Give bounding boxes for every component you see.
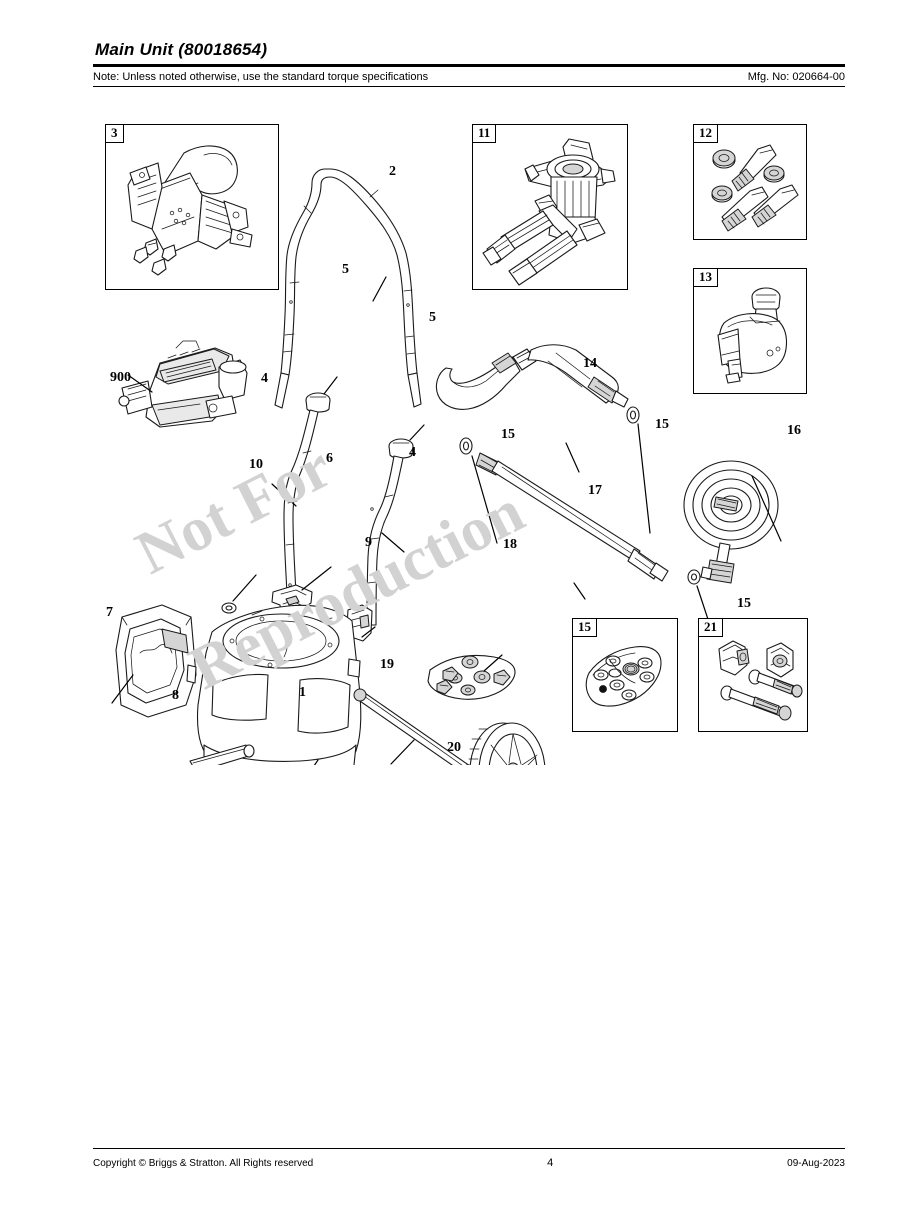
callout-6: 6 — [326, 451, 333, 466]
inset-13-tag: 13 — [693, 268, 718, 287]
leader-16 — [751, 475, 782, 542]
callout-900: 900 — [110, 370, 131, 385]
callout-17: 17 — [588, 483, 602, 498]
callout-4-right: 4 — [409, 445, 416, 460]
callout-15-hose: 15 — [737, 596, 751, 611]
o-ring-10 — [221, 602, 237, 614]
extension-wand-illustration — [459, 437, 669, 582]
leader-15-gun — [637, 423, 651, 534]
front-panel-illustration — [115, 604, 197, 718]
inset-15: 15 — [572, 618, 678, 732]
callout-5-left: 5 — [342, 262, 349, 277]
mfg-number: Mfg. No: 020664-00 — [747, 71, 845, 83]
callout-18: 18 — [503, 537, 517, 552]
callout-7: 7 — [106, 605, 113, 620]
copyright-text: Copyright © Briggs & Stratton. All Right… — [93, 1158, 314, 1169]
inset-12: 12 — [693, 124, 807, 240]
high-pressure-hose-illustration — [683, 460, 779, 585]
handle-cap-left — [305, 392, 331, 413]
lower-handle-left — [283, 409, 319, 596]
inset-21: 21 — [698, 618, 808, 732]
inset-12-art — [694, 125, 806, 239]
page-number: 4 — [547, 1157, 554, 1169]
upper-handle-illustration — [274, 168, 422, 409]
leader-5-left — [323, 376, 338, 395]
callout-16: 16 — [787, 423, 801, 438]
inset-11-tag: 11 — [472, 124, 497, 143]
spray-gun-illustration — [435, 344, 629, 410]
header-rule-thick — [93, 64, 845, 67]
leader-17 — [573, 582, 586, 600]
foot-rail-illustration — [189, 744, 255, 765]
inset-12-tag: 12 — [693, 124, 718, 143]
leader-4-left — [271, 483, 297, 507]
callout-8: 8 — [172, 688, 179, 703]
page-header: Main Unit (80018654) Note: Unless noted … — [93, 40, 845, 87]
callout-2: 2 — [389, 164, 396, 179]
exploded-view-diagram: Not For Reproduction — [0, 105, 906, 765]
engine-illustration — [118, 340, 248, 428]
callout-5-right: 5 — [429, 310, 436, 325]
header-rule-thin — [93, 86, 845, 87]
leader-9 — [361, 626, 376, 638]
base-frame-illustration — [196, 604, 362, 765]
hardware-kit-illustration — [427, 654, 516, 700]
callout-1: 1 — [299, 685, 306, 700]
callout-10: 10 — [249, 457, 263, 472]
callout-14: 14 — [583, 356, 597, 371]
axle-illustration — [353, 688, 471, 765]
leader-1 — [313, 759, 319, 765]
o-ring-15-gun — [626, 406, 640, 424]
callout-4-left: 4 — [261, 371, 268, 386]
main-artwork — [111, 168, 782, 765]
leader-18 — [483, 654, 503, 672]
lower-handle-right — [366, 455, 404, 626]
inset-15-art — [573, 619, 677, 731]
revision-date: 09-Aug-2023 — [787, 1158, 845, 1169]
leader-900 — [127, 374, 153, 393]
leader-10 — [232, 574, 257, 602]
inset-21-art — [699, 619, 807, 731]
callout-15-gun: 15 — [655, 417, 669, 432]
leader-4-right — [381, 532, 405, 553]
leader-5-right — [409, 424, 425, 441]
inset-3: 3 — [105, 124, 279, 290]
handle-cap-right — [388, 438, 414, 459]
callout-15-wand: 15 — [501, 427, 515, 442]
wheel-illustration — [468, 722, 546, 765]
callout-20: 20 — [447, 740, 461, 755]
inset-13: 13 — [693, 268, 807, 394]
leader-15-wand — [471, 455, 498, 544]
footer-rule — [93, 1148, 845, 1149]
o-ring-15-wand — [459, 437, 473, 455]
leader-2 — [372, 276, 387, 302]
leader-19 — [390, 739, 415, 765]
inset-11: 11 — [472, 124, 628, 290]
leader-6 — [301, 566, 332, 591]
callout-19: 19 — [380, 657, 394, 672]
inset-21-tag: 21 — [698, 618, 723, 637]
inset-13-art — [694, 269, 806, 393]
callout-9: 9 — [365, 535, 372, 550]
page-footer: Copyright © Briggs & Stratton. All Right… — [93, 1145, 845, 1169]
inset-11-art — [473, 125, 627, 289]
leader-7 — [111, 674, 134, 704]
inset-3-tag: 3 — [105, 124, 124, 143]
torque-note: Note: Unless noted otherwise, use the st… — [93, 71, 429, 83]
leader-14 — [565, 442, 580, 473]
o-ring-15-hose — [687, 569, 701, 585]
page-title: Main Unit (80018654) — [95, 40, 268, 59]
inset-15-tag: 15 — [572, 618, 597, 637]
inset-3-art — [106, 125, 278, 289]
